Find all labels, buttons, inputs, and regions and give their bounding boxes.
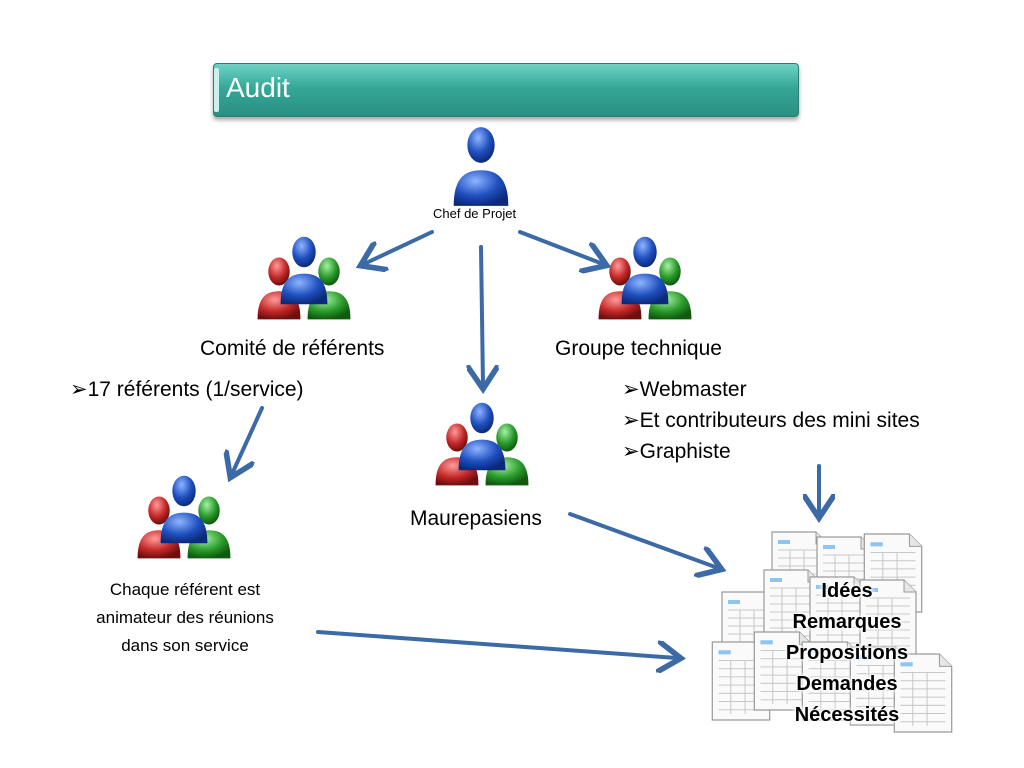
- title-bar: Audit: [213, 63, 799, 117]
- chef-person-icon: [453, 127, 509, 206]
- outputs-list: Idées Remarques Propositions Demandes Né…: [767, 576, 927, 731]
- arrow-chef-to-maurepasiens: [481, 245, 483, 385]
- output-item: Remarques: [792, 611, 902, 633]
- bullet-arrow-icon: ➢: [622, 440, 640, 463]
- output-item: Idées: [821, 580, 873, 602]
- arrow-maurepasiens-to-documents: [568, 512, 718, 568]
- chef-label: Chef de Projet: [433, 206, 517, 221]
- bullet-item: ➢17 référents (1/service): [70, 378, 304, 401]
- bullet-arrow-icon: ➢: [622, 409, 640, 432]
- bullet-item: ➢Webmaster: [622, 378, 747, 401]
- comite-label: Comité de référents: [200, 337, 385, 360]
- groupe-group-icon: [598, 236, 692, 320]
- bullet-item: ➢Graphiste: [622, 440, 731, 463]
- output-item: Propositions: [785, 642, 909, 664]
- bullet-arrow-icon: ➢: [70, 378, 88, 401]
- referent-group-icon: [137, 475, 231, 559]
- comite-group-icon: [257, 236, 351, 320]
- groupe-label: Groupe technique: [555, 337, 722, 360]
- referent-note: Chaque référent est animateur des réunio…: [96, 580, 274, 655]
- output-item: Nécessités: [794, 704, 900, 726]
- arrow-referent-to-documents: [316, 630, 677, 658]
- bullet-item: ➢Et contributeurs des mini sites: [622, 409, 920, 432]
- maurepasiens-label: Maurepasiens: [410, 507, 542, 530]
- title-text: Audit: [226, 72, 290, 103]
- output-item: Demandes: [796, 673, 898, 695]
- comite-bullet-list: ➢17 référents (1/service): [70, 374, 304, 405]
- arrow-chef-to-groupe: [518, 230, 603, 264]
- arrow-comite-to-referent: [232, 406, 264, 474]
- maurepasiens-group-icon: [435, 402, 529, 486]
- arrow-chef-to-comite: [364, 230, 434, 264]
- groupe-bullet-list: ➢Webmaster ➢Et contributeurs des mini si…: [622, 374, 920, 467]
- bullet-arrow-icon: ➢: [622, 378, 640, 401]
